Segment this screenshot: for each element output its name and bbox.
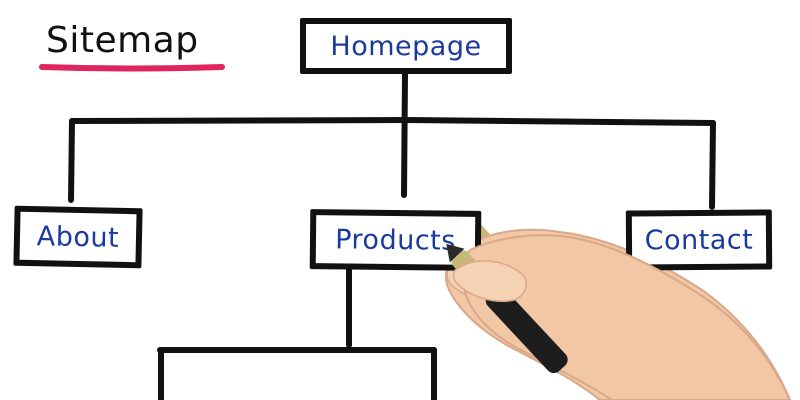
node-products-label: Products: [335, 223, 456, 257]
connector-home-trunk: [401, 71, 408, 198]
connector-horizontal-bar: [69, 116, 716, 126]
title-underline: [39, 64, 225, 72]
connector-to-contact: [709, 120, 716, 210]
node-contact-label: Contact: [644, 224, 754, 256]
page-title: Sitemap: [46, 20, 199, 61]
node-about-label: About: [36, 220, 120, 254]
node-homepage[interactable]: Homepage: [300, 18, 512, 74]
node-homepage-label: Homepage: [330, 30, 482, 62]
node-products[interactable]: Products: [309, 209, 482, 271]
node-contact[interactable]: Contact: [625, 209, 773, 271]
node-about[interactable]: About: [13, 205, 143, 269]
connector-to-about: [68, 118, 75, 203]
